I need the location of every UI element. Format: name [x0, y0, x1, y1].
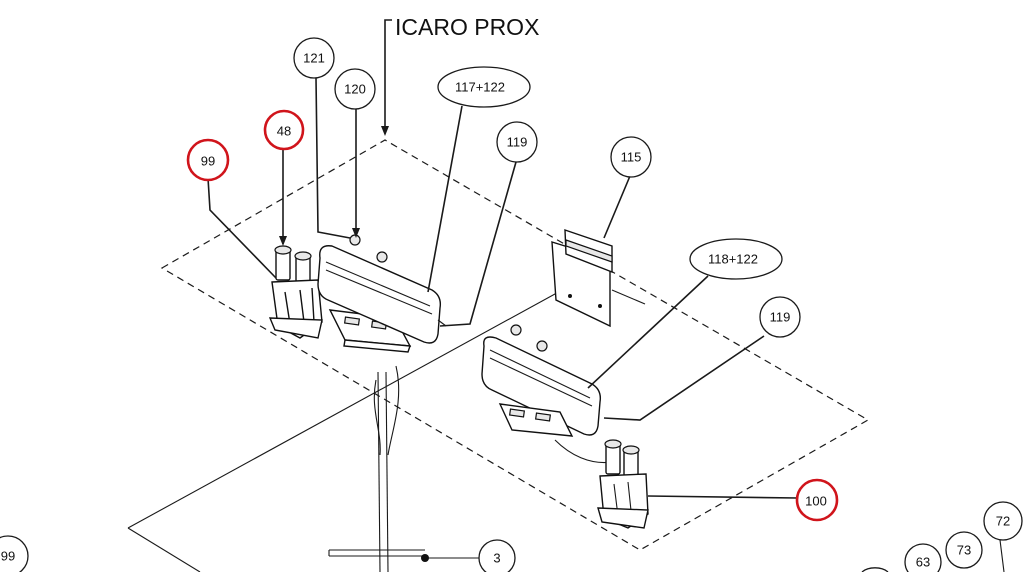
callout-99-bottom-left[interactable]: 99	[0, 535, 29, 572]
callout-63-label: 63	[916, 555, 930, 570]
callout-117-122-label: 117+122	[455, 80, 505, 95]
diagram-title: ICARO PROX	[395, 14, 539, 40]
leader-lines	[207, 77, 799, 499]
target-plate-assembly	[551, 229, 646, 328]
callout-99-label: 99	[201, 154, 215, 169]
right-sensor-bracket	[498, 403, 574, 437]
callout-115-label: 115	[621, 150, 642, 165]
partial-callout-bottom	[861, 539, 1005, 572]
callout-63[interactable]: 63	[904, 543, 942, 572]
right-clamp-assembly	[597, 439, 649, 529]
left-sensor-body	[317, 234, 447, 344]
callout-119-right[interactable]: 119	[759, 296, 801, 338]
callout-100-label: 100	[805, 494, 827, 509]
callout-3-label: 3	[493, 551, 500, 566]
callout-100[interactable]: 100	[795, 478, 839, 522]
callout-120[interactable]: 120	[334, 68, 376, 110]
callout-115[interactable]: 115	[610, 136, 652, 178]
callout-99-bottom-left-label: 99	[1, 549, 15, 564]
callout-119-left-label: 119	[507, 135, 528, 150]
callout-99[interactable]: 99	[186, 138, 230, 182]
mounting-plane-outline	[160, 139, 870, 551]
right-sensor-body	[481, 324, 602, 436]
callout-119-right-label: 119	[770, 310, 791, 325]
callout-118-122[interactable]: 118+122	[689, 238, 783, 280]
callout-121-label: 121	[303, 51, 325, 66]
callout-120-label: 120	[344, 82, 366, 97]
callout-118-122-label: 118+122	[708, 252, 758, 267]
callout-73[interactable]: 73	[945, 531, 983, 569]
left-clamp-assembly	[268, 245, 323, 339]
title-leader	[381, 19, 392, 136]
junction-dot	[421, 554, 429, 562]
callout-48[interactable]: 48	[263, 109, 305, 151]
callout-117-122[interactable]: 117+122	[437, 66, 531, 108]
callout-48-label: 48	[277, 124, 291, 139]
callout-72-label: 72	[996, 514, 1010, 529]
callout-72[interactable]: 72	[983, 501, 1023, 541]
callout-3[interactable]: 3	[478, 539, 516, 572]
callout-73-label: 73	[957, 543, 971, 558]
callout-121[interactable]: 121	[293, 37, 335, 79]
callout-119-left[interactable]: 119	[496, 121, 538, 163]
